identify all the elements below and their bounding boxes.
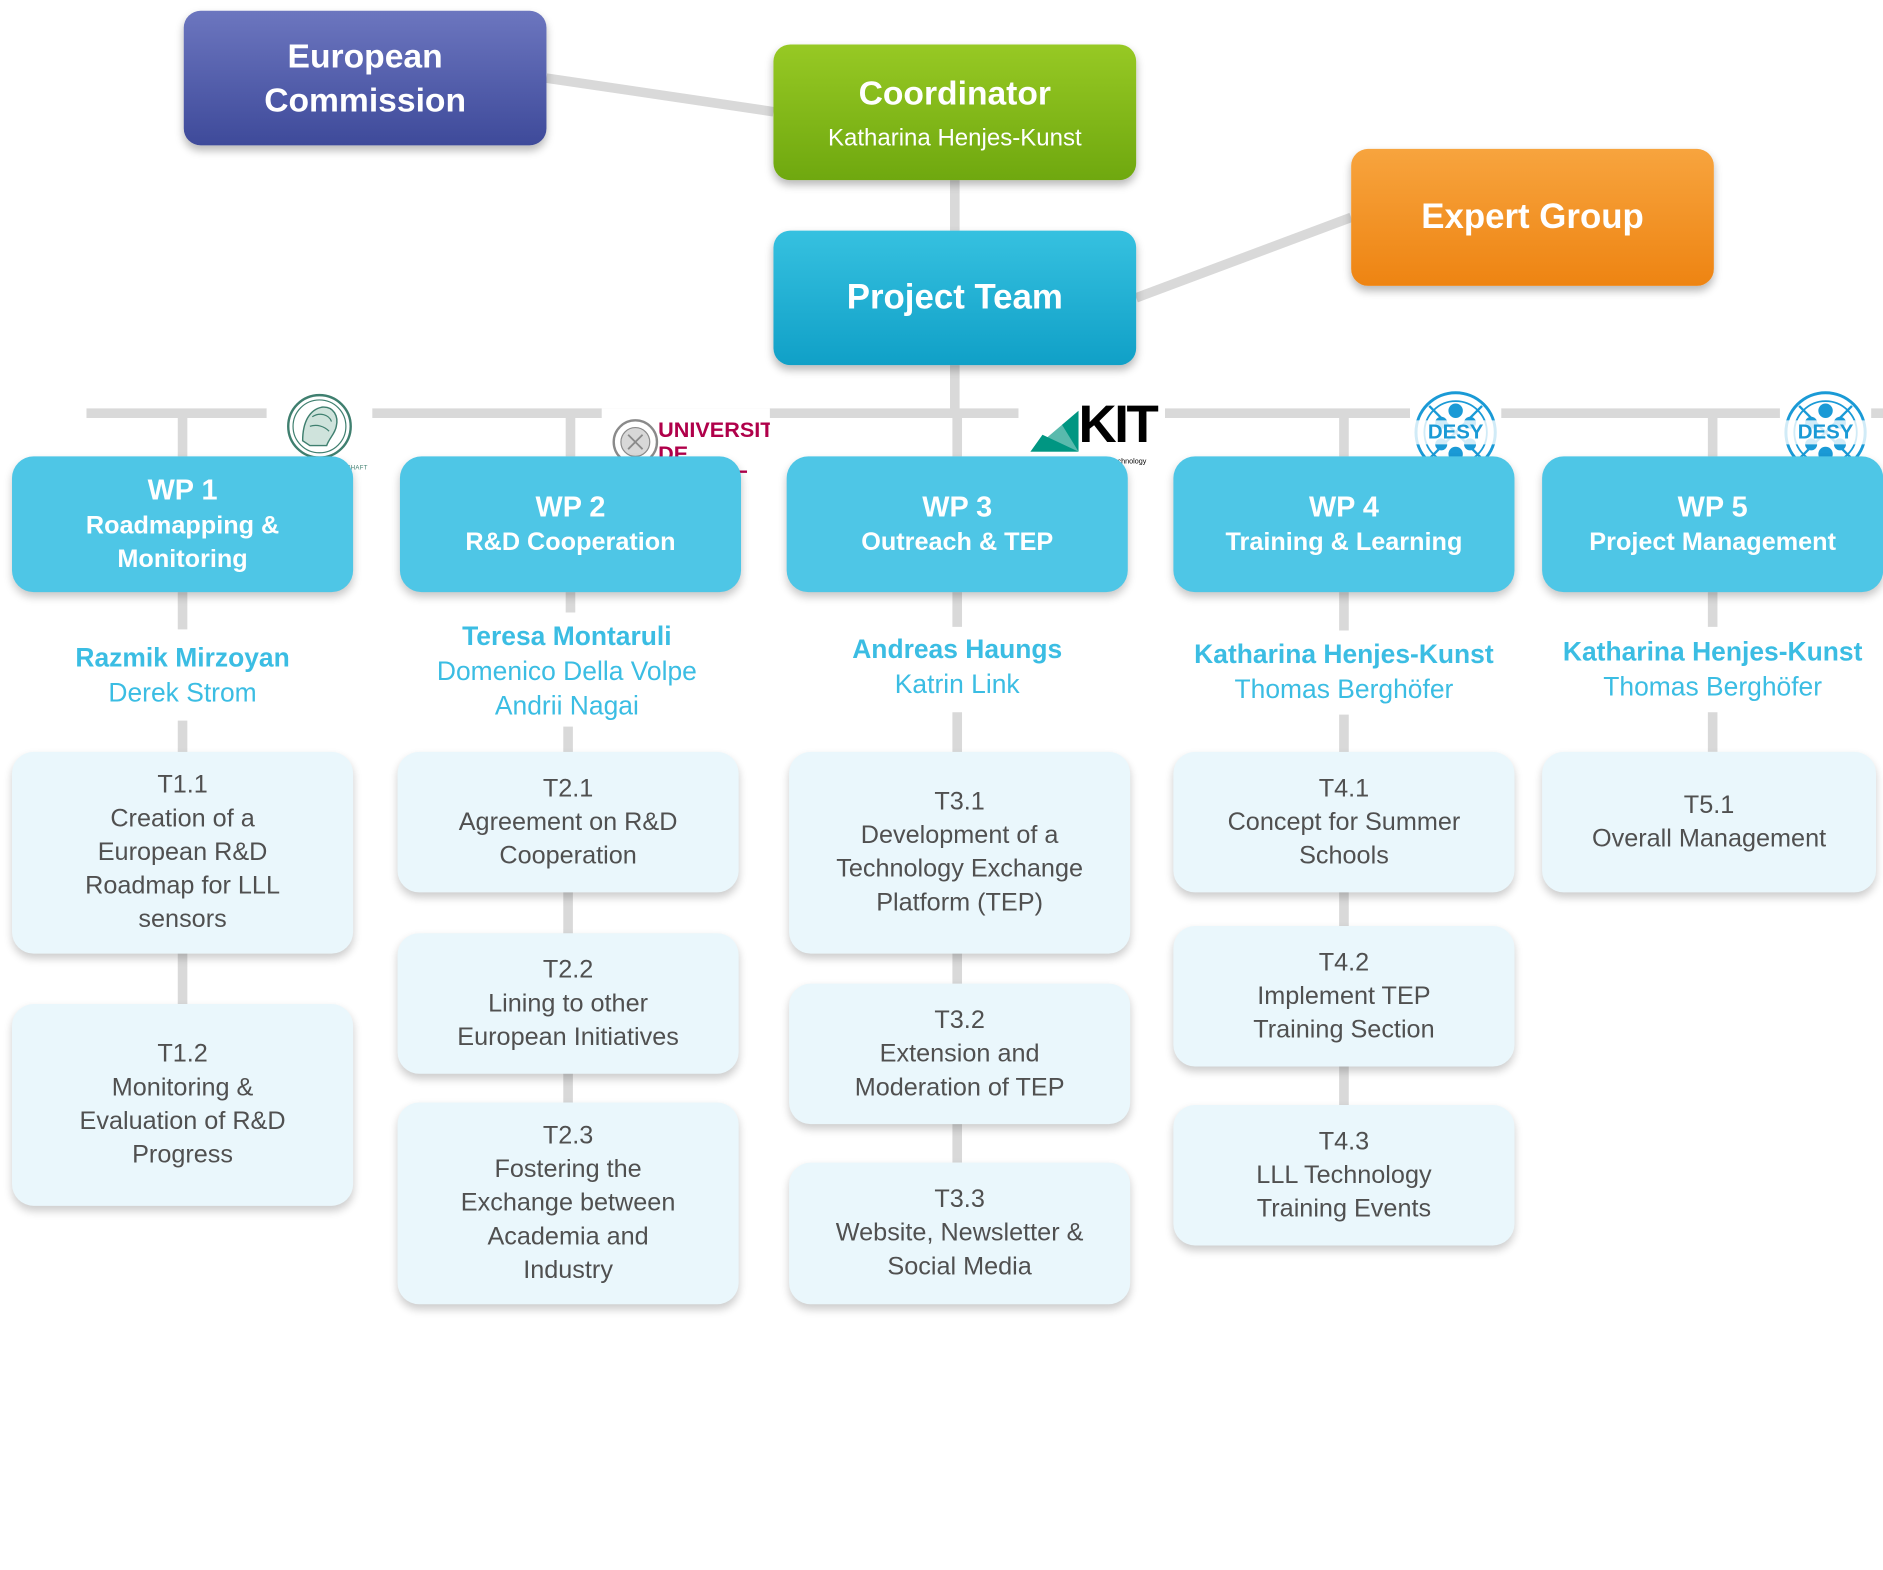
task-t5-1: T5.1 Overall Management <box>1542 751 1876 893</box>
european-commission-box: European Commission <box>183 10 547 146</box>
kit-wedge-icon <box>1030 410 1079 452</box>
coordinator-box: Coordinator Katharina Henjes-Kunst <box>773 44 1137 181</box>
line-ec-coordinator <box>545 73 775 117</box>
task-t3-1: T3.1 Development of a Technology Exchang… <box>789 751 1131 954</box>
project-team-label: Project Team <box>846 278 1063 317</box>
expert-group-label: Expert Group <box>1421 197 1644 237</box>
task-t3-1-text: T3.1 Development of a Technology Exchang… <box>836 787 1084 917</box>
task-t1-1-text: T1.1 Creation of a European R&D Roadmap … <box>85 771 281 934</box>
wp1-number: WP 1 <box>147 473 218 507</box>
task-t4-2: T4.2 Implement TEP Training Section <box>1173 925 1515 1067</box>
line-team-expert <box>1134 212 1353 303</box>
european-commission-label: European Commission <box>264 37 467 119</box>
task-t2-1: T2.1 Agreement on R&D Cooperation <box>397 751 739 893</box>
wp1-member: Derek Strom <box>108 677 257 708</box>
task-t2-1-text: T2.1 Agreement on R&D Cooperation <box>458 774 678 869</box>
wp4-member: Thomas Berghöfer <box>1234 673 1454 704</box>
wp1-lead: Razmik Mirzoyan <box>75 642 290 673</box>
task-t3-2: T3.2 Extension and Moderation of TEP <box>789 983 1131 1125</box>
project-team-box: Project Team <box>773 230 1137 366</box>
geneve-line-1: UNIVERSITÉ <box>658 417 770 442</box>
wp5-title: Project Management <box>1589 527 1836 556</box>
wp4-number: WP 4 <box>1308 490 1379 524</box>
wp1-title: Roadmapping & Monitoring <box>85 511 280 573</box>
task-t4-1: T4.1 Concept for Summer Schools <box>1173 751 1515 893</box>
wp2-people: Teresa Montaruli Domenico Della Volpe An… <box>387 619 747 723</box>
wp4-lead: Katharina Henjes-Kunst <box>1194 638 1494 669</box>
desy-label: DESY <box>1409 420 1502 445</box>
task-t3-3-text: T3.3 Website, Newsletter & Social Media <box>835 1185 1084 1281</box>
desy-label: DESY <box>1779 420 1872 445</box>
task-t1-1: T1.1 Creation of a European R&D Roadmap … <box>12 751 354 954</box>
wp1-people: Razmik Mirzoyan Derek Strom <box>2 640 362 710</box>
wp3-member: Katrin Link <box>894 668 1020 699</box>
task-t4-1-text: T4.1 Concept for Summer Schools <box>1227 774 1461 869</box>
task-t3-3: T3.3 Website, Newsletter & Social Media <box>789 1162 1131 1305</box>
task-t2-3: T2.3 Fostering the Exchange between Acad… <box>397 1102 739 1305</box>
wp2-lead: Teresa Montaruli <box>462 620 672 651</box>
coordinator-name: Katharina Henjes-Kunst <box>827 124 1082 152</box>
wp5-number: WP 5 <box>1677 490 1748 524</box>
wp2-box: WP 2 R&D Cooperation <box>399 456 742 593</box>
wp5-lead: Katharina Henjes-Kunst <box>1562 636 1863 667</box>
expert-group-box: Expert Group <box>1351 148 1714 286</box>
wp5-member: Thomas Berghöfer <box>1603 671 1823 702</box>
wp2-member-1: Domenico Della Volpe <box>436 655 697 686</box>
wp2-title: R&D Cooperation <box>465 527 676 556</box>
task-t3-2-text: T3.2 Extension and Moderation of TEP <box>854 1005 1065 1101</box>
wp2-member-2: Andrii Nagai <box>494 690 639 721</box>
coordinator-title: Coordinator <box>858 74 1052 112</box>
task-t2-2-text: T2.2 Lining to other European Initiative… <box>457 955 679 1051</box>
wp3-title: Outreach & TEP <box>861 527 1054 556</box>
task-t4-2-text: T4.2 Implement TEP Training Section <box>1253 948 1435 1044</box>
wp3-lead: Andreas Haungs <box>852 634 1063 665</box>
task-t4-3: T4.3 LLL Technology Training Events <box>1173 1104 1515 1246</box>
task-t1-2: T1.2 Monitoring & Evaluation of R&D Prog… <box>12 1004 354 1206</box>
wp3-number: WP 3 <box>922 490 993 524</box>
task-t2-2: T2.2 Lining to other European Initiative… <box>397 933 739 1074</box>
task-t2-3-text: T2.3 Fostering the Exchange between Acad… <box>460 1121 676 1284</box>
wp4-people: Katharina Henjes-Kunst Thomas Berghöfer <box>1164 637 1524 707</box>
wp5-box: WP 5 Project Management <box>1542 456 1883 593</box>
wp3-box: WP 3 Outreach & TEP <box>786 456 1128 593</box>
wp1-box: WP 1 Roadmapping & Monitoring <box>12 456 354 593</box>
task-t4-3-text: T4.3 LLL Technology Training Events <box>1256 1127 1432 1223</box>
wp5-people: Katharina Henjes-Kunst Thomas Berghöfer <box>1533 634 1883 704</box>
kit-text: KIT <box>1078 396 1159 454</box>
wp2-number: WP 2 <box>535 490 606 524</box>
wp4-title: Training & Learning <box>1225 527 1463 556</box>
wp4-box: WP 4 Training & Learning <box>1173 456 1515 593</box>
task-t5-1-text: T5.1 Overall Management <box>1591 790 1827 853</box>
wp3-people: Andreas Haungs Katrin Link <box>777 632 1137 702</box>
task-t1-2-text: T1.2 Monitoring & Evaluation of R&D Prog… <box>79 1040 286 1169</box>
